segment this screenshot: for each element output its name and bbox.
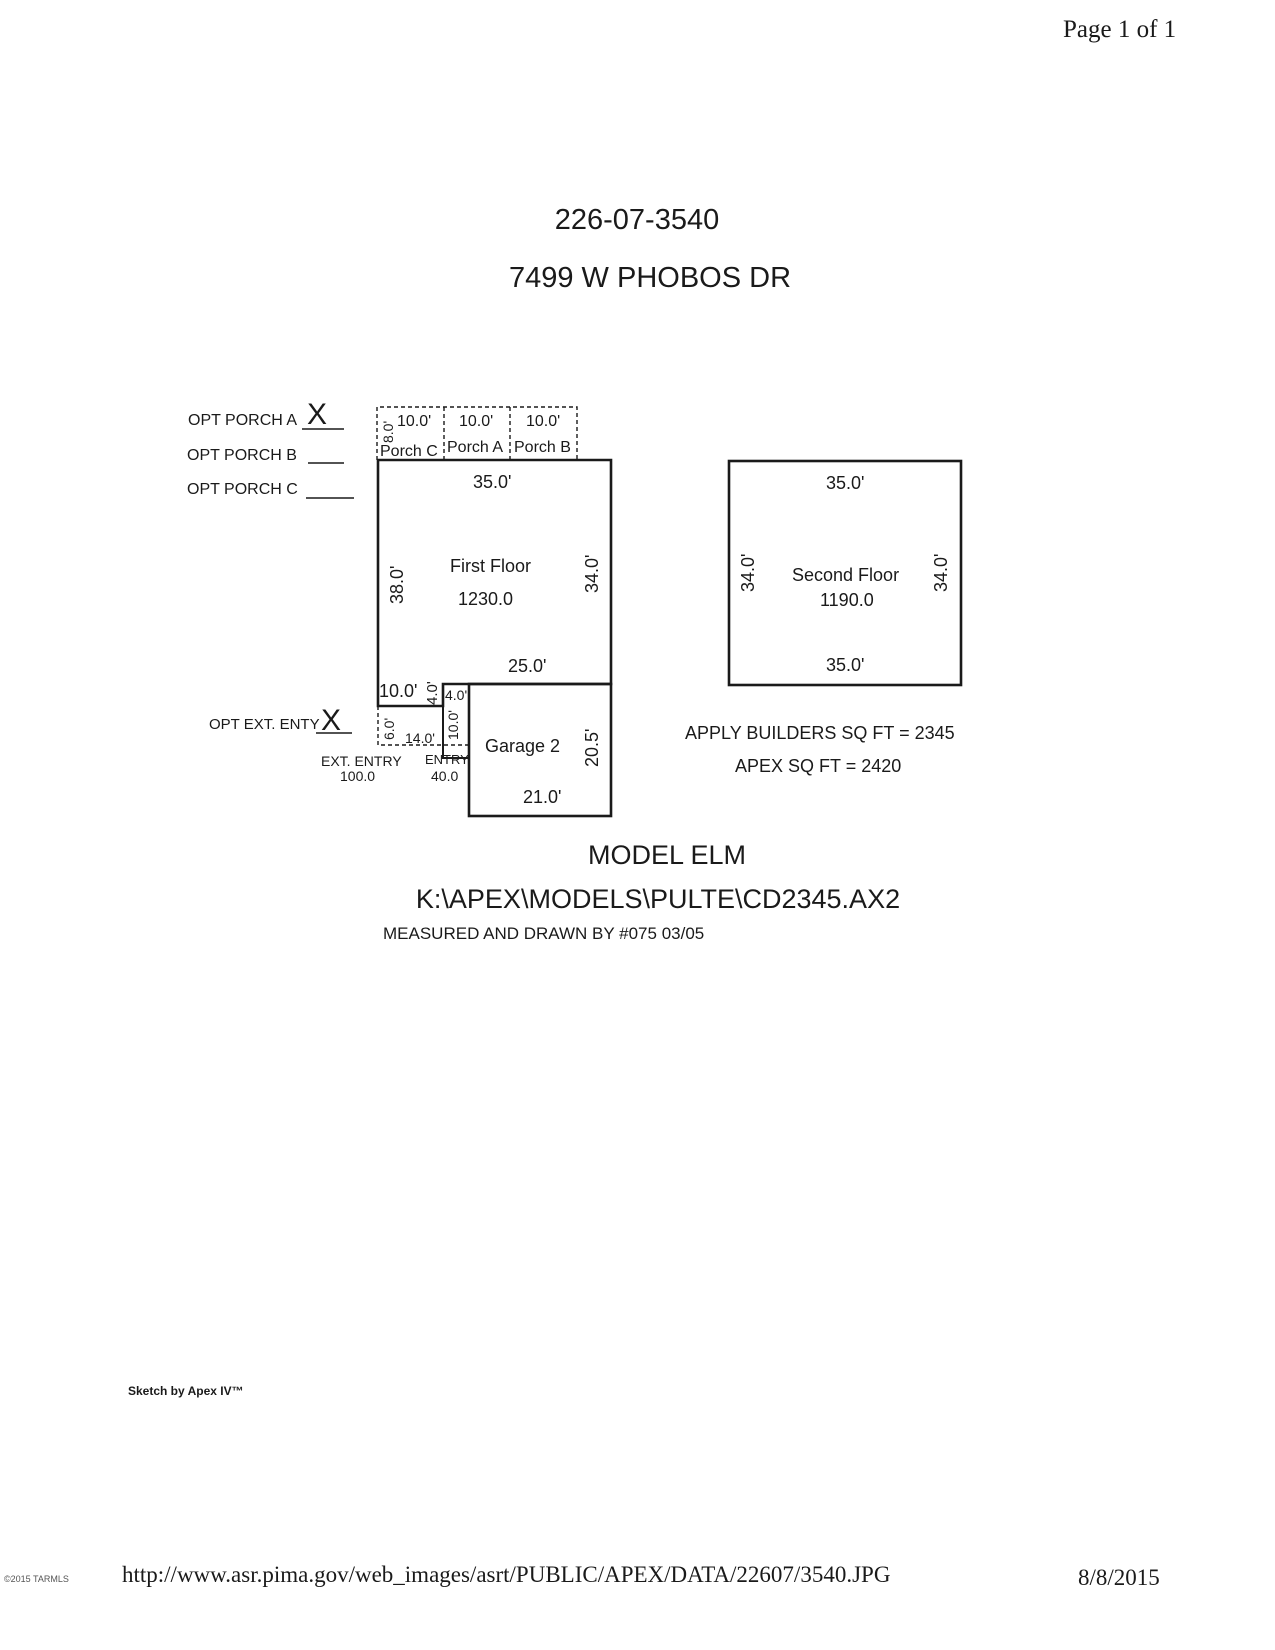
opt-porch-a-mark: X: [307, 398, 327, 431]
ext-entry-height-dim: 6.0': [381, 718, 397, 740]
porch-b-name: Porch B: [514, 439, 571, 456]
print-date: 8/8/2015: [1078, 1565, 1160, 1590]
source-url[interactable]: http://www.asr.pima.gov/web_images/asrt/…: [122, 1562, 891, 1587]
parcel-number: 226-07-3540: [554, 204, 720, 236]
porch-c-depth: 8.0': [380, 421, 396, 443]
opt-porch-b-label: OPT PORCH B: [187, 447, 297, 464]
first-floor-name: First Floor: [450, 556, 531, 576]
apex-sq-ft: APEX SQ FT = 2420: [735, 756, 901, 776]
options-checklist: OPT PORCH A X OPT PORCH B OPT PORCH C OP…: [187, 398, 354, 737]
porch-c-name: Porch C: [380, 443, 438, 460]
entry-height-dim: 10.0': [445, 710, 461, 740]
garage-width-dim: 21.0': [523, 787, 561, 807]
first-floor-left-dim: 38.0': [387, 566, 407, 604]
file-path: K:\APEX\MODELS\PULTE\CD2345.AX2: [415, 884, 901, 914]
second-floor-outline: [727, 459, 963, 687]
garage-outline: [467, 682, 613, 818]
second-floor-area: 1190.0: [820, 590, 874, 610]
ext-entry-name: EXT. ENTRY: [321, 753, 402, 769]
first-floor-area: 1230.0: [458, 589, 513, 609]
first-floor-notch-width: 10.0': [379, 681, 417, 701]
garage-name: Garage 2: [485, 736, 560, 756]
porches: [376, 406, 578, 460]
opt-ext-entry-label: OPT EXT. ENTY: [209, 716, 320, 733]
first-floor-top-dim: 35.0': [473, 472, 511, 492]
copyright-note: ©2015 TARMLS: [4, 1574, 69, 1584]
property-address: 7499 W PHOBOS DR: [508, 262, 792, 294]
opt-ext-entry-mark: X: [321, 704, 341, 737]
entry-width-dim: 4.0': [445, 687, 467, 703]
ext-entry-area: 100.0: [340, 768, 375, 784]
first-floor-notch-height: 4.0': [424, 681, 441, 705]
first-floor-right-dim: 34.0': [582, 555, 602, 593]
builders-sq-ft: APPLY BUILDERS SQ FT = 2345: [685, 723, 955, 743]
ext-entry-outline: [377, 706, 469, 746]
porch-a-name: Porch A: [447, 439, 503, 456]
entry-name: ENTRY: [425, 752, 469, 767]
garage-height-dim: 20.5': [582, 729, 602, 767]
porch-c-width: 10.0': [397, 413, 431, 430]
second-floor-right-dim: 34.0': [931, 554, 951, 592]
measured-note: MEASURED AND DRAWN BY #075 03/05: [383, 924, 705, 943]
entry-area: 40.0: [431, 768, 458, 784]
second-floor-bottom-dim: 35.0': [826, 655, 864, 675]
first-floor-outline: [376, 458, 613, 708]
second-floor-name: Second Floor: [792, 565, 899, 585]
porch-b-width: 10.0': [526, 413, 560, 430]
opt-porch-c-label: OPT PORCH C: [187, 481, 298, 498]
first-floor-inner-dim: 25.0': [508, 656, 546, 676]
page-number: Page 1 of 1: [1063, 16, 1177, 43]
model-name: MODEL ELM: [587, 840, 747, 870]
opt-porch-a-label: OPT PORCH A: [188, 412, 297, 429]
porch-a-width: 10.0': [459, 413, 493, 430]
second-floor-top-dim: 35.0': [826, 473, 864, 493]
second-floor-left-dim: 34.0': [738, 554, 758, 592]
sketch-credit: Sketch by Apex IV™: [128, 1384, 244, 1398]
ext-entry-width-dim: 14.0': [405, 730, 435, 746]
